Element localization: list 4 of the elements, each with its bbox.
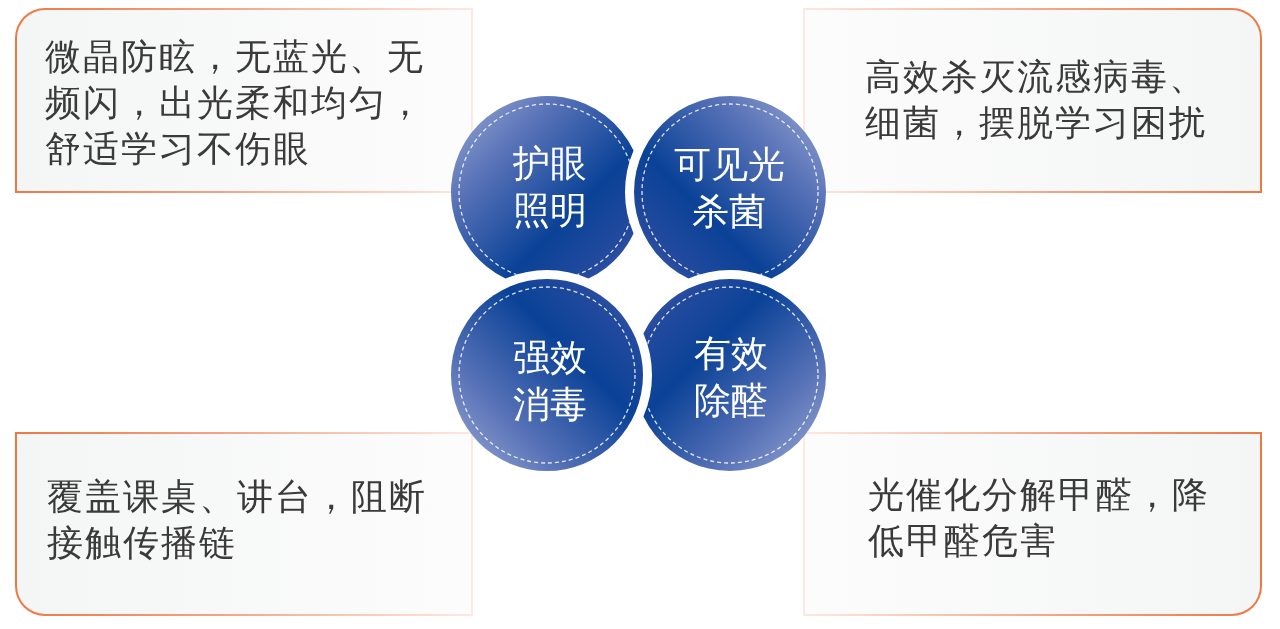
description-box: 微晶防眩，无蓝光、无频闪，出光柔和均匀，舒适学习不伤眼 (15, 8, 473, 193)
description-box: 高效杀灭流感病毒、细菌，摆脱学习困扰 (803, 8, 1262, 193)
description-box: 光催化分解甲醛，降低甲醛危害 (803, 432, 1262, 616)
description-box: 覆盖课桌、讲台，阻断接触传播链 (15, 432, 473, 616)
